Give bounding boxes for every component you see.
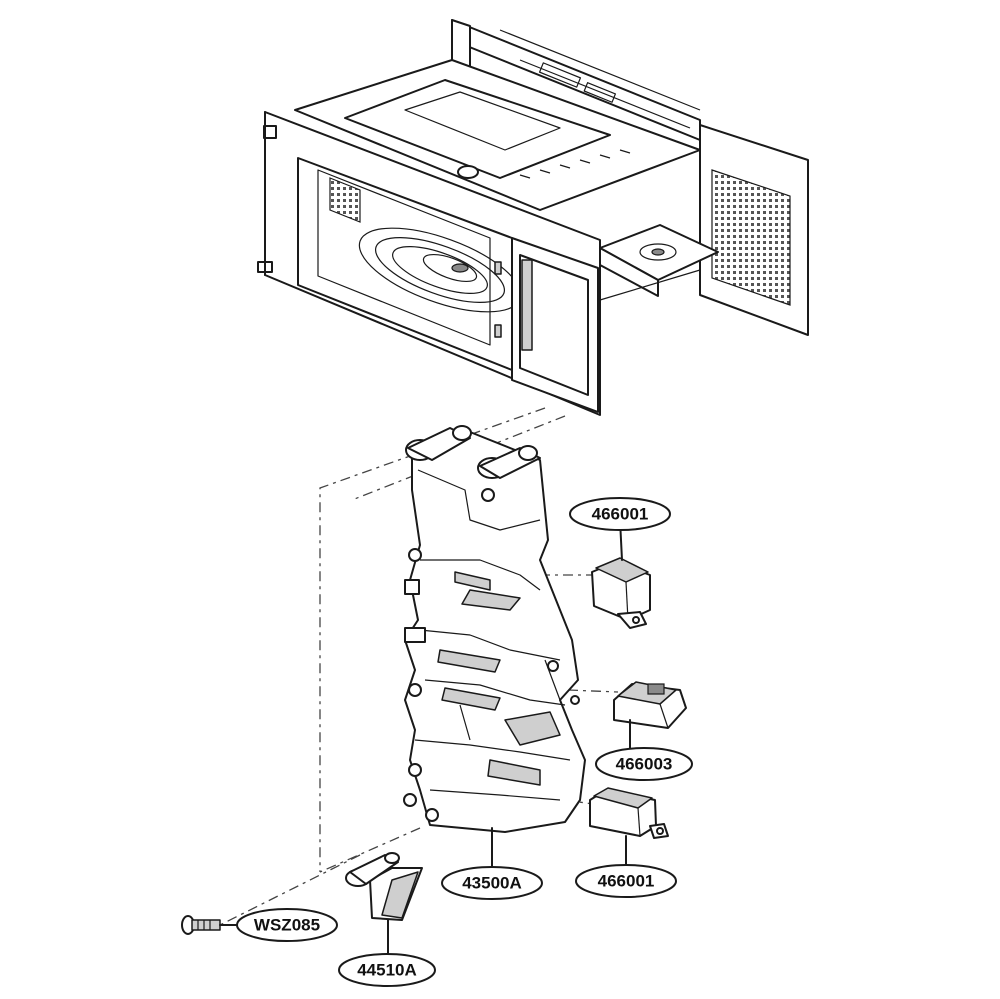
label-text: 466001 xyxy=(592,505,649,524)
label-text: 466001 xyxy=(598,872,655,891)
micro-switch-466001-bottom xyxy=(589,787,669,867)
micro-switch-466001-top xyxy=(591,519,651,629)
label-text: 466003 xyxy=(616,755,673,774)
label-466001-bottom: 466001 xyxy=(575,864,677,898)
turntable xyxy=(358,227,522,313)
top-vents xyxy=(519,149,631,179)
door-lever-44510A xyxy=(345,852,423,956)
label-text: 43500A xyxy=(462,874,522,893)
label-text: WSZ085 xyxy=(254,916,320,935)
micro-switch-466003 xyxy=(613,681,687,753)
label-WSZ085: WSZ085 xyxy=(236,908,338,942)
latch-board-43500A xyxy=(403,425,586,833)
label-text: 44510A xyxy=(357,961,417,980)
microwave-cavity-assembly xyxy=(257,19,809,416)
label-466001-top: 466001 xyxy=(569,497,671,531)
label-44510A: 44510A xyxy=(338,953,436,987)
label-466003: 466003 xyxy=(595,747,693,781)
label-43500A: 43500A xyxy=(441,866,543,900)
